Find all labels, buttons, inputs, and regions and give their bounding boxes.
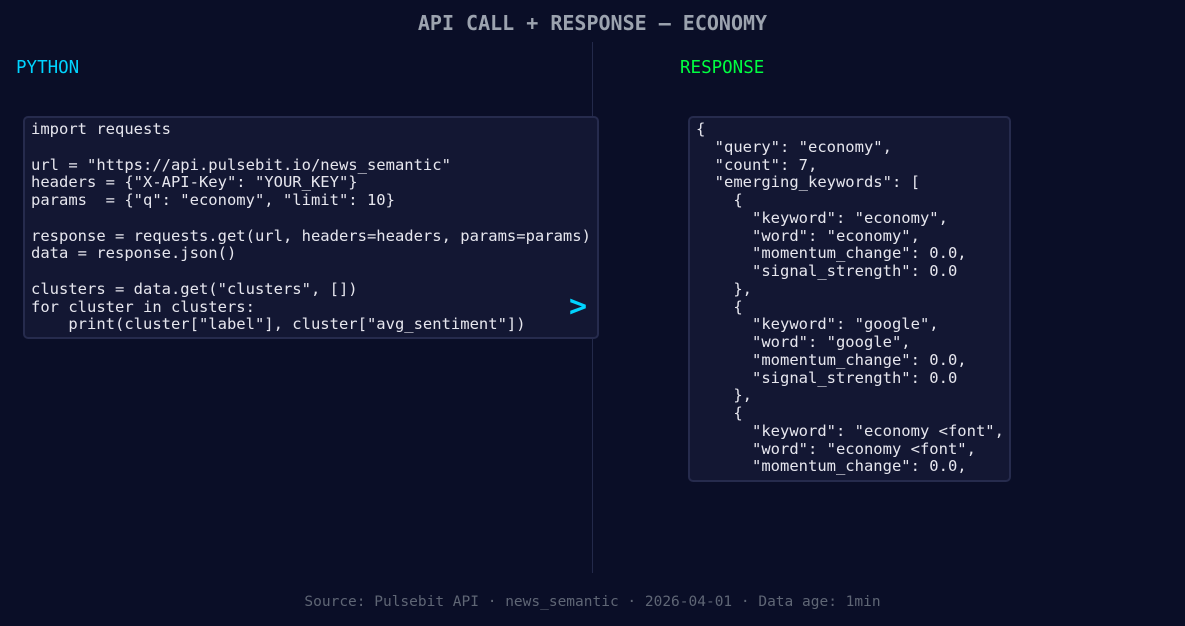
arrow-right-icon: > bbox=[569, 289, 588, 324]
page-title: API CALL + RESPONSE — ECONOMY bbox=[417, 11, 768, 35]
source-footer: Source: Pulsebit API · news_semantic · 2… bbox=[304, 594, 881, 610]
python-code-panel: import requests url = "https://api.pulse… bbox=[23, 116, 599, 339]
response-label: RESPONSE bbox=[680, 58, 765, 78]
python-code: import requests url = "https://api.pulse… bbox=[31, 120, 591, 334]
python-label: PYTHON bbox=[16, 58, 80, 78]
response-json-panel: { "query": "economy", "count": 7, "emerg… bbox=[688, 116, 1011, 482]
response-json: { "query": "economy", "count": 7, "emerg… bbox=[696, 120, 1004, 476]
